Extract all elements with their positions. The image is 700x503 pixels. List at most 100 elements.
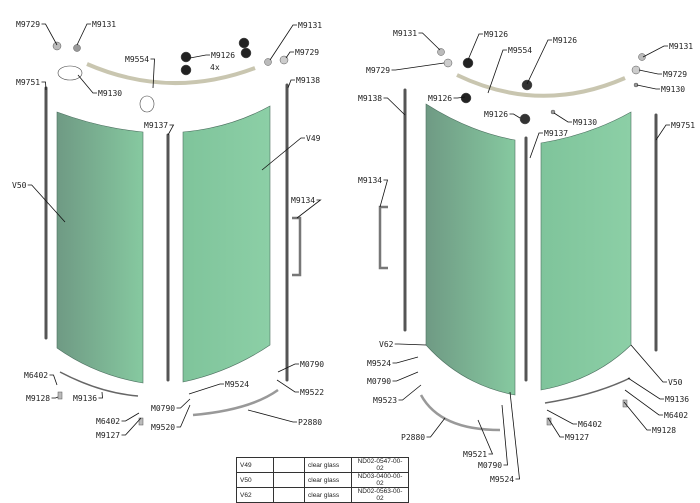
left-label-m9751: M9751 [16, 78, 40, 87]
leader-line [467, 33, 483, 61]
leader-line [509, 113, 521, 119]
part-number: ND03-0400-00-02 [351, 472, 409, 488]
right-label-m9137: M9137 [544, 129, 568, 138]
bottom-rail-p2880 [192, 388, 279, 417]
leader-line [418, 32, 441, 51]
left-label-m9131: M9131 [92, 20, 116, 29]
right-label-m9126: M9126 [484, 110, 508, 119]
end-cap-part [546, 417, 552, 426]
left-label-m9134: M9134 [291, 196, 315, 205]
right-label-v62: V62 [379, 340, 394, 349]
leader-line [529, 132, 543, 159]
fitting-part [521, 79, 533, 91]
leader-line [76, 23, 91, 46]
bottom-rail-p2880 [419, 394, 501, 432]
bottom-seal-m9136 [544, 377, 631, 404]
leader-line [176, 398, 191, 409]
end-cap-part [57, 391, 63, 400]
right-label-m9128: M9128 [652, 426, 676, 435]
leader-line [49, 374, 58, 386]
leader-line [189, 54, 210, 59]
fitting-part [638, 53, 646, 61]
leader-line [453, 96, 466, 99]
fitting-part [180, 51, 192, 63]
left-label-m6402: M6402 [96, 417, 120, 426]
leader-line [547, 417, 564, 438]
part-material: clear glass [304, 472, 352, 488]
leader-line [623, 401, 651, 431]
top-rail-m9554 [456, 73, 626, 98]
right-label-m9521: M9521 [463, 450, 487, 459]
part-material: clear glass [304, 487, 352, 503]
right-label-m9524: M9524 [367, 359, 391, 368]
leader-line [627, 377, 664, 400]
part-number: ND02-0563-00-02 [351, 487, 409, 503]
leader-line [247, 409, 297, 423]
right-label-m9126: M9126 [553, 36, 577, 45]
leader-line [638, 69, 662, 75]
left-label-4x: 4x [210, 63, 220, 72]
leader-line [383, 97, 406, 116]
top-rail-m9554 [86, 62, 256, 85]
fitting-part [631, 65, 641, 75]
right-label-m9554: M9554 [508, 46, 532, 55]
right-label-m9523: M9523 [373, 396, 397, 405]
leader-line [426, 417, 446, 438]
right-label-m9751: M9751 [671, 121, 695, 130]
leader-line [398, 384, 422, 401]
leader-line [477, 419, 494, 455]
leader-line [269, 24, 297, 61]
leader-line [276, 379, 299, 393]
leader-line [546, 409, 577, 425]
part-blank [273, 487, 305, 503]
right-label-v50: V50 [668, 378, 683, 387]
leader-line [553, 112, 572, 123]
fitting-part [180, 64, 192, 76]
left-label-m9128: M9128 [26, 394, 50, 403]
fitting-part [52, 41, 62, 51]
part-number: ND02-0547-00-02 [351, 457, 409, 473]
leader-line [509, 391, 520, 480]
leader-line [379, 179, 389, 208]
fitting-part [73, 44, 81, 52]
fitting-part [238, 37, 250, 49]
leader-line [150, 58, 155, 89]
fitting-part [240, 47, 252, 59]
part-blank [273, 472, 305, 488]
leader-line [487, 49, 507, 94]
fitting-part [519, 113, 531, 125]
leader-line [41, 23, 58, 46]
bottom-seal-m9136 [59, 371, 139, 397]
left-label-p2880: P2880 [298, 418, 322, 427]
part-code: V62 [236, 487, 274, 503]
m9130-group [139, 95, 155, 113]
fitting-part [443, 58, 453, 68]
leader-line [176, 404, 191, 428]
leader-line [121, 412, 140, 422]
left-label-m0790: M0790 [300, 360, 324, 369]
glass-panel-v50-left [56, 111, 144, 384]
right-label-m9130: M9130 [573, 118, 597, 127]
left-label-m9130: M9130 [98, 89, 122, 98]
right-label-p2880: P2880 [401, 433, 425, 442]
handle-m9134 [378, 205, 388, 270]
leader-line [392, 371, 419, 382]
leader-line [526, 39, 552, 85]
glass-panel-v62 [425, 103, 516, 396]
left-label-v50: V50 [12, 181, 27, 190]
right-label-m9524: M9524 [490, 475, 514, 484]
leader-line [392, 356, 419, 364]
handle-m9134 [292, 216, 302, 277]
right-label-m9138: M9138 [358, 94, 382, 103]
right-label-m9127: M9127 [565, 433, 589, 442]
leader-line [296, 199, 322, 219]
part-code: V50 [236, 472, 274, 488]
left-label-m9127: M9127 [96, 431, 120, 440]
leader-line [636, 84, 660, 90]
leader-line [624, 389, 663, 416]
left-label-m0790: M0790 [151, 404, 175, 413]
leader-line [77, 74, 97, 94]
leader-line [501, 404, 508, 466]
